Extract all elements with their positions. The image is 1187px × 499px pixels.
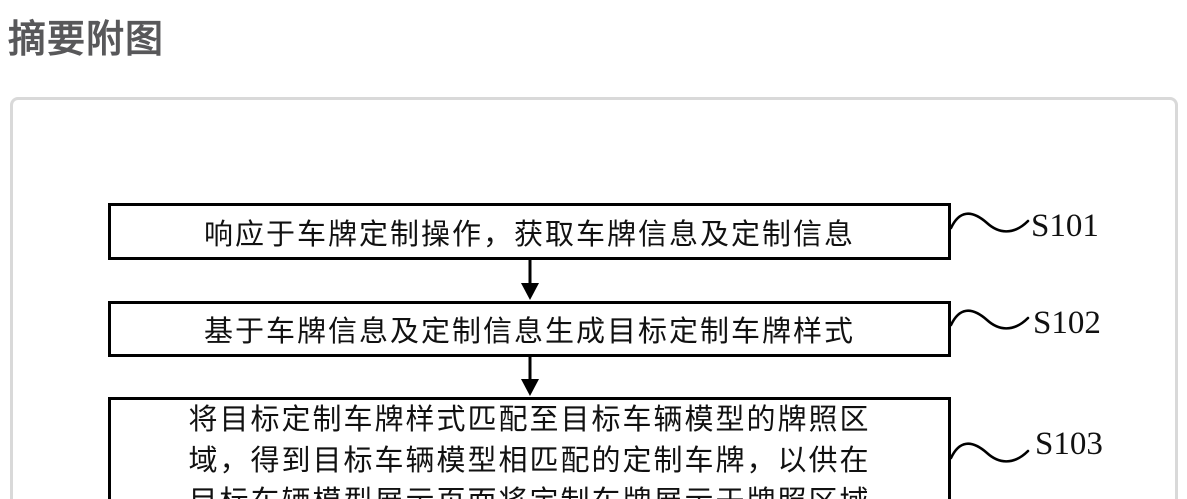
flow-step-box-s102: 基于车牌信息及定制信息生成目标定制车牌样式 bbox=[108, 301, 951, 357]
flow-step-text-s103-line1: 将目标定制车牌样式匹配至目标车辆模型的牌照区 bbox=[188, 404, 871, 436]
flow-step-box-s101: 响应于车牌定制操作，获取车牌信息及定制信息 bbox=[108, 203, 951, 260]
flow-step-text-s103-line2: 域，得到目标车辆模型相匹配的定制车牌，以供在 bbox=[188, 445, 871, 477]
squiggle-connector-icon bbox=[949, 309, 1030, 330]
figure-panel: 响应于车牌定制操作，获取车牌信息及定制信息 基于车牌信息及定制信息生成目标定制车… bbox=[10, 97, 1178, 499]
flow-step-box-s103: 将目标定制车牌样式匹配至目标车辆模型的牌照区 域，得到目标车辆模型相匹配的定制车… bbox=[108, 397, 951, 499]
flow-step-text-s101: 响应于车牌定制操作，获取车牌信息及定制信息 bbox=[203, 218, 855, 251]
page-title: 摘要附图 bbox=[8, 19, 165, 61]
step-label-s103: S103 bbox=[1035, 426, 1103, 462]
squiggle-connector-icon bbox=[949, 212, 1030, 233]
step-label-s102: S102 bbox=[1033, 305, 1101, 341]
down-arrow-icon bbox=[521, 259, 539, 300]
flow-step-text-s102: 基于车牌信息及定制信息生成目标定制车牌样式 bbox=[203, 316, 855, 348]
down-arrow-icon bbox=[521, 355, 539, 396]
squiggle-connector-icon bbox=[949, 442, 1030, 463]
step-label-s101: S101 bbox=[1031, 208, 1099, 244]
flow-step-text-s103-line3: 目标车辆模型展示页面将定制车牌展示于牌照区域 bbox=[188, 482, 870, 499]
